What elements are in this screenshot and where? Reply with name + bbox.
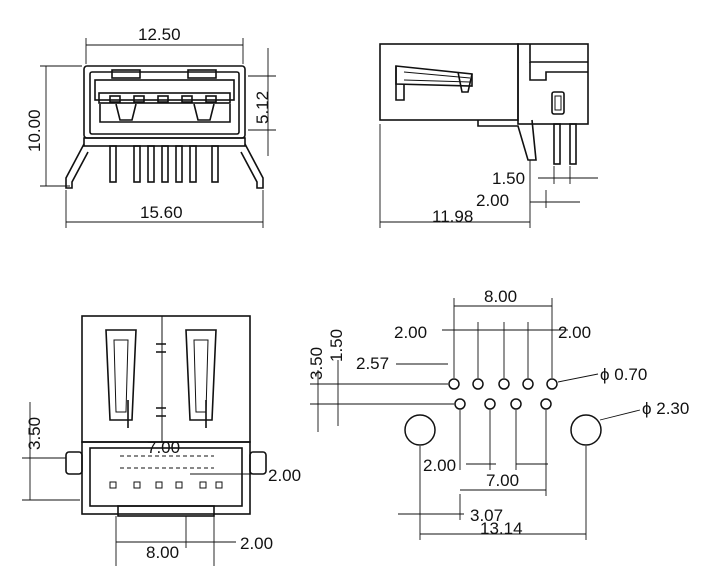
- pin-hole: [540, 398, 552, 410]
- pin: [211, 145, 219, 183]
- slot-window: [551, 91, 565, 115]
- side-tab: [477, 119, 537, 161]
- pad: [133, 481, 141, 489]
- side-rear: [517, 43, 589, 125]
- mount-tab-left: [65, 143, 89, 189]
- dim-top-span: 8.00: [484, 287, 517, 306]
- mount-hole-right: [570, 414, 602, 446]
- pad: [175, 481, 183, 489]
- latch-spring-arm: [395, 66, 405, 101]
- dim-height-right: 5.12: [253, 91, 272, 124]
- latch-window-left: [111, 69, 141, 79]
- dim-inner-width: 7.00: [147, 438, 180, 457]
- dim-bottom-span: 7.00: [486, 471, 519, 490]
- footprint-view: 8.00 2.00 2.00 3.50 1.50 2.57 ϕ 0.70 ϕ 2…: [307, 287, 689, 540]
- bottom-pad-strip: [117, 505, 215, 517]
- latch-window-right: [187, 69, 217, 79]
- dim-height: 10.00: [25, 109, 44, 152]
- dim-mount-offset: 3.07: [470, 506, 503, 525]
- contact: [205, 95, 217, 103]
- pin-hole: [484, 398, 496, 410]
- pin: [189, 145, 197, 183]
- clip-left: [65, 451, 83, 475]
- dim-mount-hole: ϕ 2.30: [642, 399, 689, 418]
- dim-row-offset: 1.50: [327, 329, 346, 362]
- dim-edge-offset: 2.57: [356, 354, 389, 373]
- pin-hole: [510, 398, 522, 410]
- body-lower: [99, 104, 231, 123]
- pin: [175, 145, 183, 183]
- contact-tongue: [98, 92, 231, 104]
- dim-pitch-bottom: 2.00: [423, 456, 456, 475]
- pin: [147, 145, 155, 183]
- port-opening-top: [94, 79, 235, 101]
- dim-pitch-right: 2.00: [558, 323, 591, 342]
- slot-window-inner: [554, 95, 562, 111]
- mount-tab-right: [240, 143, 264, 189]
- contact: [109, 95, 121, 103]
- contact: [133, 95, 145, 103]
- dim-bottom-height: 3.50: [25, 417, 44, 450]
- mount-hole-left: [404, 414, 436, 446]
- center-marks: [156, 343, 166, 417]
- pin-hole: [448, 378, 460, 390]
- clip-right: [249, 451, 267, 475]
- side-view: 1.50 2.00 11.98: [379, 43, 598, 228]
- front-view: 12.50 10.00 5.12 15.60: [25, 25, 276, 228]
- spring-left: [105, 329, 137, 421]
- pin-hole: [522, 378, 534, 390]
- body-notch: [115, 103, 137, 121]
- spring-right: [185, 329, 217, 421]
- side-step: [529, 44, 588, 63]
- side-pin: [553, 123, 561, 165]
- pad: [155, 481, 163, 489]
- dim-pad-width: 8.00: [146, 543, 179, 562]
- side-step-lower: [529, 62, 588, 81]
- pin-hole: [454, 398, 466, 410]
- dim-pitch-left: 2.00: [394, 323, 427, 342]
- dim-pin-hole: ϕ 0.70: [600, 365, 647, 384]
- spring-left-inner: [113, 339, 129, 413]
- pin-hole: [472, 378, 484, 390]
- pin: [161, 145, 169, 183]
- bottom-body: [81, 315, 251, 443]
- pin-hole: [498, 378, 510, 390]
- pin: [133, 145, 141, 183]
- body-notch: [193, 103, 215, 121]
- dim-mount-span: 13.14: [480, 519, 523, 538]
- dim-offset: 2.00: [476, 191, 509, 210]
- dim-right-gap: 2.00: [268, 466, 301, 485]
- side-body: [379, 43, 519, 121]
- contact: [157, 95, 169, 103]
- pad: [109, 481, 117, 489]
- bottom-base: [81, 441, 251, 515]
- shell-base: [83, 137, 246, 147]
- dim-pad-gap: 2.00: [240, 534, 273, 553]
- pin-hole: [546, 378, 558, 390]
- contact: [181, 95, 193, 103]
- dim-row-offset-total: 3.50: [307, 347, 326, 380]
- pin: [109, 145, 117, 183]
- dim-length: 11.98: [432, 207, 473, 226]
- pad: [215, 481, 223, 489]
- bottom-view: 7.00 3.50 2.00 8.00 2.00: [22, 315, 301, 566]
- dim-pin-pitch: 1.50: [492, 169, 525, 188]
- dim-width-top: 12.50: [138, 25, 181, 44]
- dim-width-bottom: 15.60: [140, 203, 183, 222]
- connector-shell-inner: [89, 71, 240, 135]
- side-pin: [569, 123, 577, 165]
- latch-spring-tip: [457, 71, 473, 93]
- pad: [199, 481, 207, 489]
